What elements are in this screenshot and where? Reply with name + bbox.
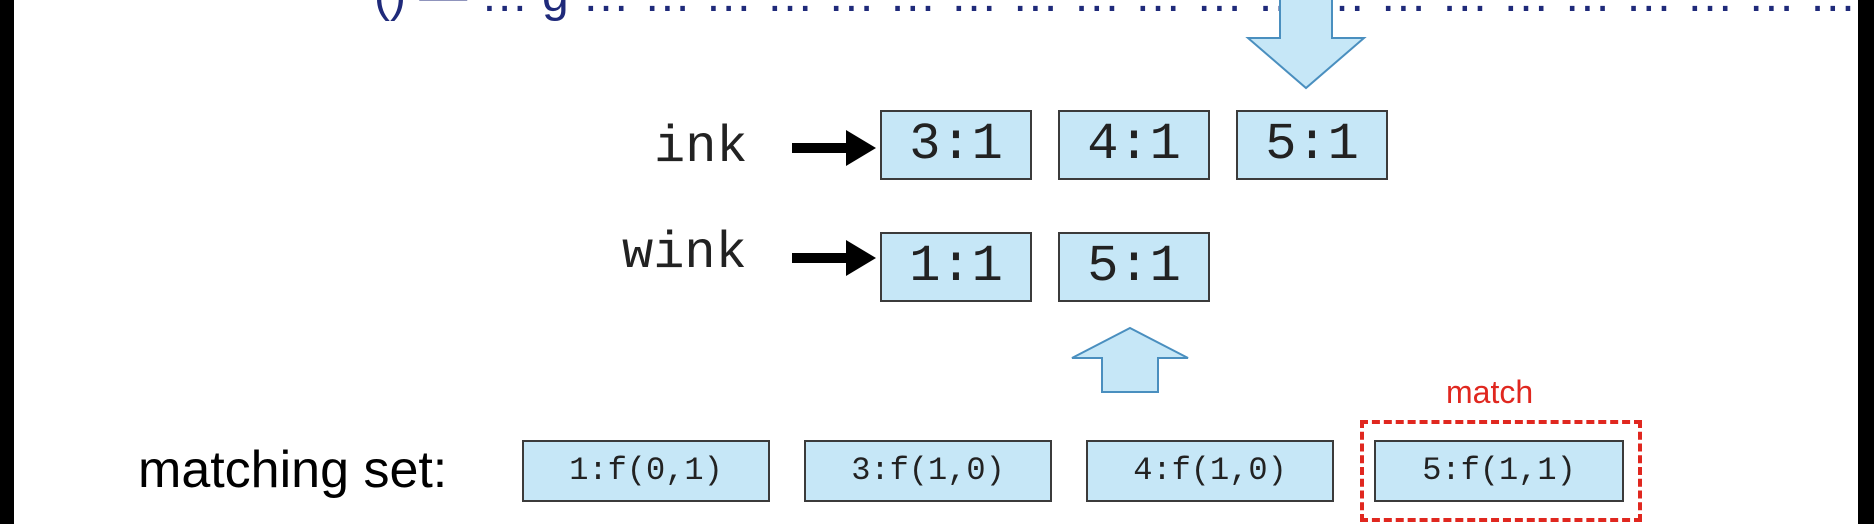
posting-ink-5: 5:1: [1236, 110, 1388, 180]
matching-set-label: matching set:: [138, 441, 448, 499]
match-label: match: [1446, 374, 1534, 410]
term-ink: ink: [654, 118, 748, 177]
right-arrow-icon: [792, 130, 876, 166]
down-block-arrow-icon: [1245, 0, 1367, 90]
matching-set-item-5: 5:f(1,1): [1374, 440, 1624, 502]
up-block-arrow-icon: [1071, 326, 1189, 393]
posting-wink-1: 1:1: [880, 232, 1032, 302]
posting-ink-3: 3:1: [880, 110, 1032, 180]
slide: () — … g … … … … … … … … … … … … … … … ……: [14, 0, 1858, 524]
right-arrow-icon: [792, 240, 876, 276]
matching-set-item-3: 3:f(1,0): [804, 440, 1052, 502]
slide-title-cropped: () — … g … … … … … … … … … … … … … … … ……: [374, 0, 1858, 26]
match-highlight-box: [1360, 420, 1642, 522]
posting-wink-5: 5:1: [1058, 232, 1210, 302]
term-wink: wink: [622, 224, 747, 283]
posting-ink-4: 4:1: [1058, 110, 1210, 180]
matching-set-item-4: 4:f(1,0): [1086, 440, 1334, 502]
matching-set-item-1: 1:f(0,1): [522, 440, 770, 502]
